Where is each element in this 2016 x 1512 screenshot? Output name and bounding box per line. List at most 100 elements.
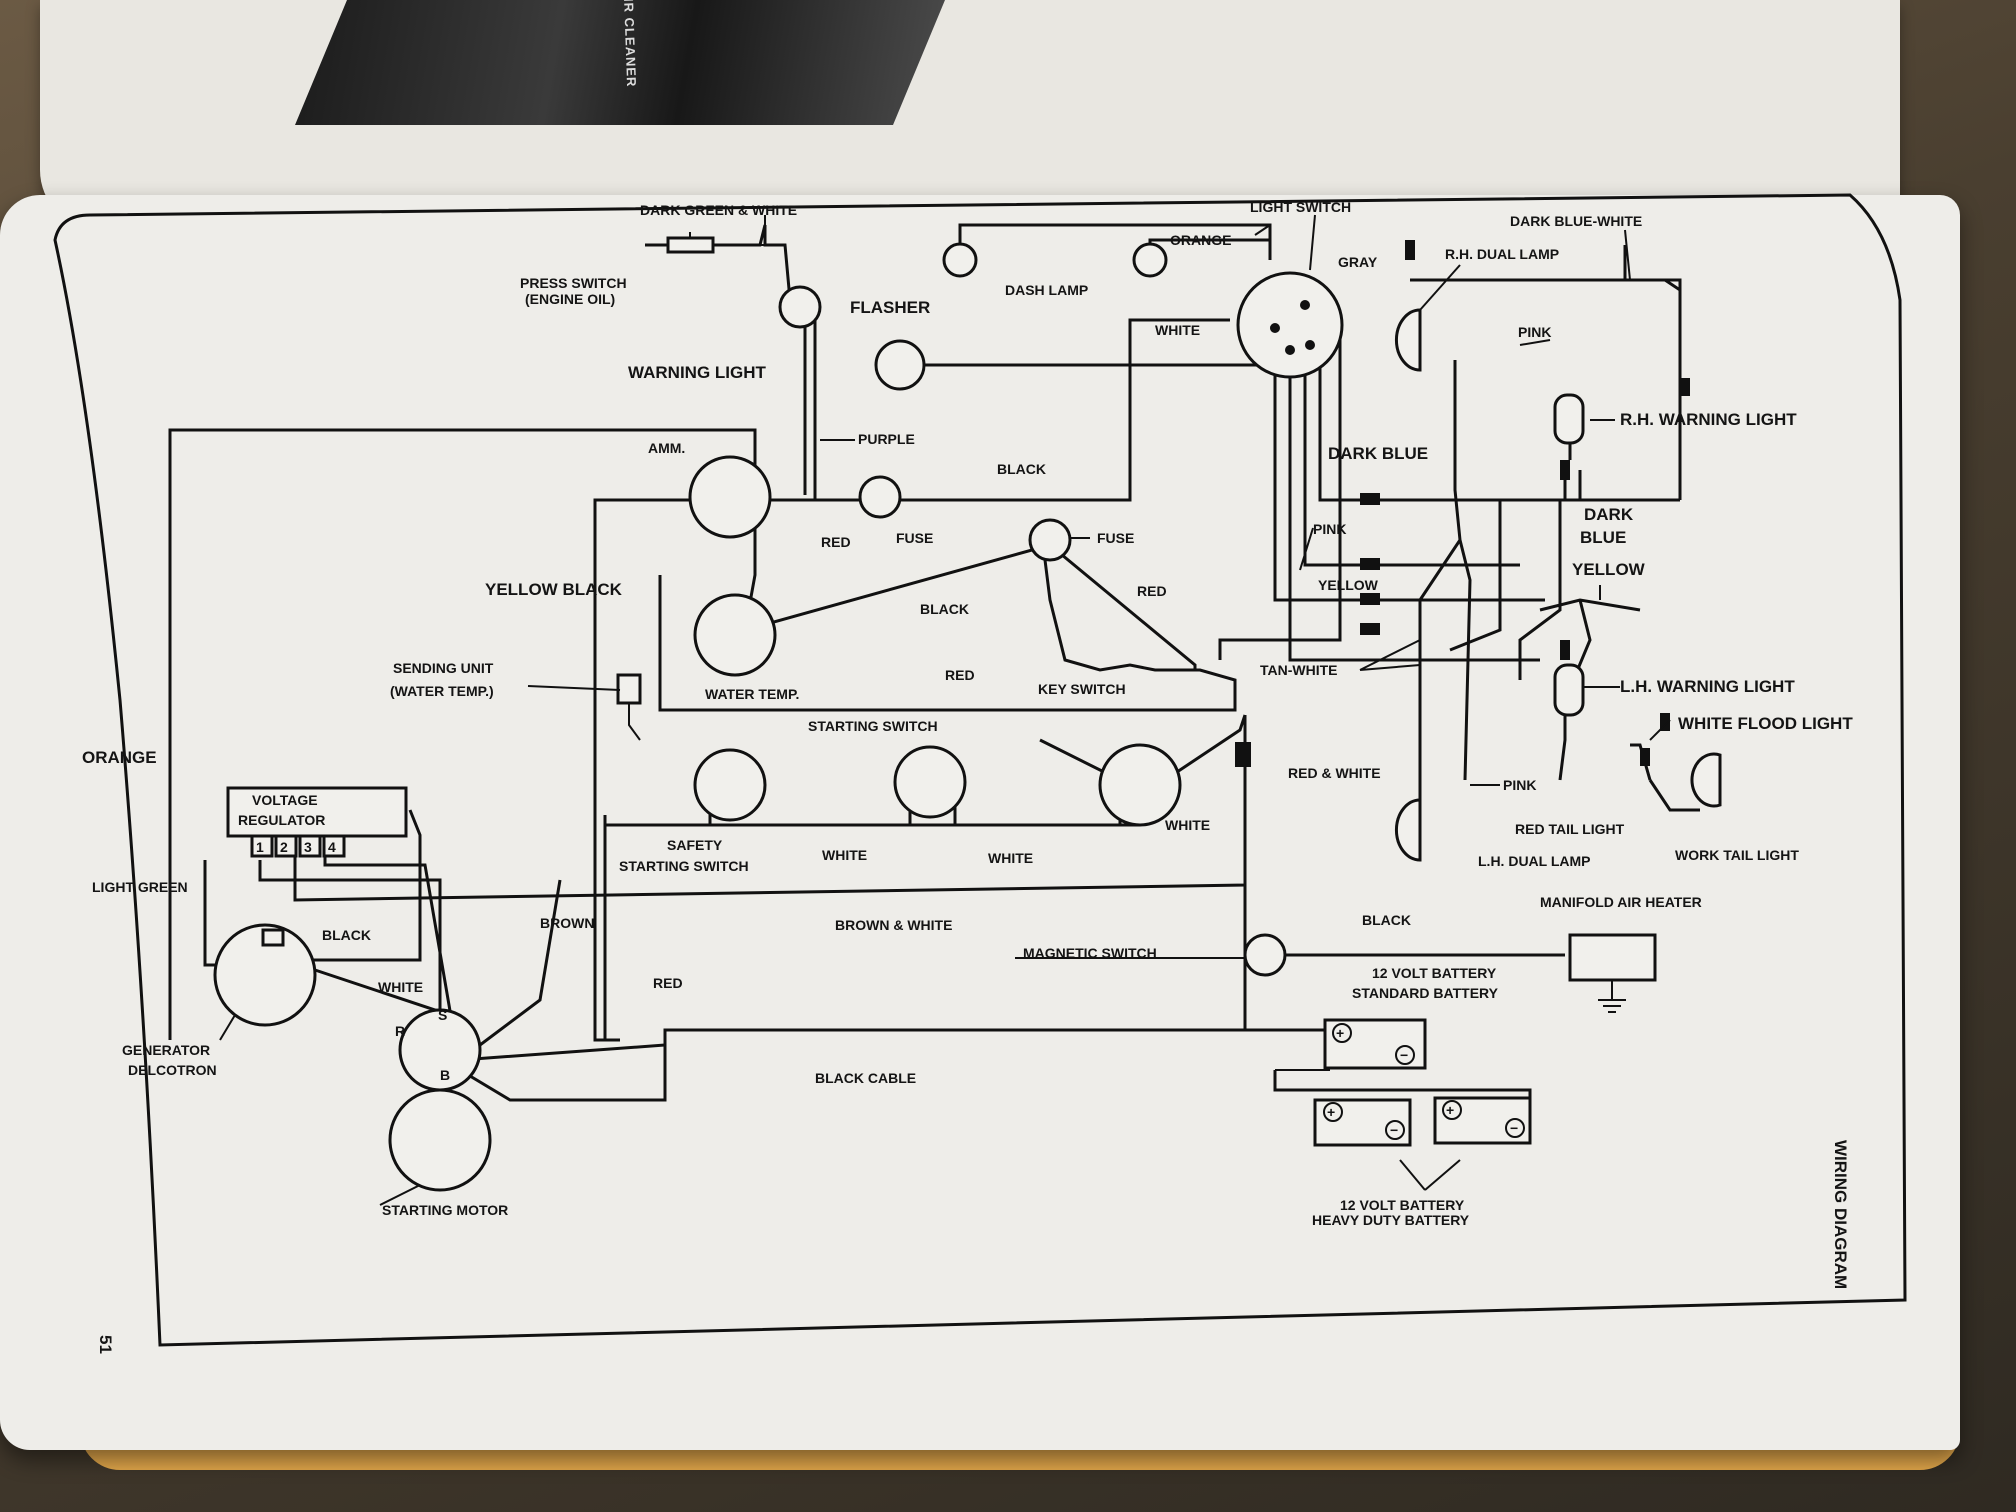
label-key-switch: KEY SWITCH xyxy=(1038,681,1126,697)
label-light-green: LIGHT GREEN xyxy=(92,879,188,895)
label-terminal-b: B xyxy=(440,1067,450,1083)
label-red-mid: RED xyxy=(1137,583,1167,599)
label-press-switch: PRESS SWITCH xyxy=(520,275,627,291)
label-safety: SAFETY xyxy=(667,837,723,853)
label-black-cable: BLACK CABLE xyxy=(815,1070,916,1086)
page-number: 51 xyxy=(96,1335,115,1354)
warning-light-bulb xyxy=(778,285,822,329)
label-12v-standard: 12 VOLT BATTERY xyxy=(1372,965,1497,981)
label-gray: GRAY xyxy=(1338,254,1378,270)
diagram-border xyxy=(53,193,1907,1347)
label-light-switch: LIGHT SWITCH xyxy=(1250,199,1351,215)
label-minus-hd2: − xyxy=(1510,1120,1518,1136)
rh-dual-lamp xyxy=(1394,308,1422,372)
label-plus-hd2: + xyxy=(1446,1102,1454,1118)
label-plus-std: + xyxy=(1336,1025,1344,1041)
key-switch xyxy=(1098,743,1182,827)
dash-lamp-right xyxy=(1132,242,1168,278)
label-yellow-right: YELLOW xyxy=(1572,560,1646,579)
label-white-gen: WHITE xyxy=(378,979,423,995)
label-dark-blue-white: DARK BLUE-WHITE xyxy=(1510,213,1642,229)
label-water-temp-paren: (WATER TEMP.) xyxy=(390,683,494,699)
work-tail-light xyxy=(1690,752,1722,808)
label-dash-lamp: DASH LAMP xyxy=(1005,282,1088,298)
label-starting-motor: STARTING MOTOR xyxy=(382,1202,508,1218)
label-white-flood-light: WHITE FLOOD LIGHT xyxy=(1678,714,1853,733)
label-pink-mid: PINK xyxy=(1313,521,1346,537)
label-warning-light: WARNING LIGHT xyxy=(628,363,766,382)
label-reg-terminal-4: 4 xyxy=(328,839,336,855)
label-fuse-1: FUSE xyxy=(896,530,933,546)
label-white-b: WHITE xyxy=(988,850,1033,866)
label-safety-starting-switch: STARTING SWITCH xyxy=(619,858,749,874)
connector-key xyxy=(1235,742,1251,767)
labels: DARK GREEN & WHITE PRESS SWITCH (ENGINE … xyxy=(82,199,1853,1228)
label-orange-top: ORANGE xyxy=(1170,232,1231,248)
generator-delcotron xyxy=(213,923,317,1027)
label-lh-warning-light: L.H. WARNING LIGHT xyxy=(1620,677,1795,696)
label-delcotron: DELCOTRON xyxy=(128,1062,217,1078)
light-switch xyxy=(1236,271,1344,379)
label-reg-terminal-2: 2 xyxy=(280,839,288,855)
label-white-top: WHITE xyxy=(1155,322,1200,338)
label-pink-top: PINK xyxy=(1518,324,1551,340)
starting-switch xyxy=(893,745,967,819)
label-terminal-s: S xyxy=(438,1007,447,1023)
lh-dual-lamp xyxy=(1394,798,1422,862)
label-minus-std: − xyxy=(1400,1047,1408,1063)
label-sending-unit: SENDING UNIT xyxy=(393,660,494,676)
label-black-mid: BLACK xyxy=(997,461,1046,477)
label-starting-switch: STARTING SWITCH xyxy=(808,718,938,734)
label-work-tail-light: WORK TAIL LIGHT xyxy=(1675,847,1799,863)
side-title: WIRING DIAGRAM xyxy=(1831,1140,1850,1289)
label-terminal-r: R xyxy=(395,1023,405,1039)
label-red-low: RED xyxy=(653,975,683,991)
label-engine-oil: (ENGINE OIL) xyxy=(525,291,615,307)
standard-battery xyxy=(1323,1018,1427,1070)
starting-motor xyxy=(388,1088,492,1192)
harness-connectors xyxy=(1360,240,1690,766)
label-standard-battery: STANDARD BATTERY xyxy=(1352,985,1499,1001)
label-manifold-air-heater: MANIFOLD AIR HEATER xyxy=(1540,894,1702,910)
previous-page: AIR CLEANER xyxy=(40,0,1900,230)
heavy-duty-battery-1 xyxy=(1313,1098,1412,1147)
label-blue: BLUE xyxy=(1580,528,1626,547)
label-black-temp: BLACK xyxy=(920,601,969,617)
label-rh-dual-lamp: R.H. DUAL LAMP xyxy=(1445,246,1559,262)
label-dark: DARK xyxy=(1584,505,1634,524)
label-reg-terminal-3: 3 xyxy=(304,839,312,855)
label-red-tail-light: RED TAIL LIGHT xyxy=(1515,821,1625,837)
rh-warning-light xyxy=(1553,393,1585,445)
label-amm: AMM. xyxy=(648,440,685,456)
label-voltage: VOLTAGE xyxy=(252,792,318,808)
label-heavy-duty-battery: HEAVY DUTY BATTERY xyxy=(1312,1212,1470,1228)
sending-unit xyxy=(616,673,642,741)
label-reg-terminal-1: 1 xyxy=(256,839,264,855)
label-red-fuse: RED xyxy=(821,534,851,550)
label-brown-white: BROWN & WHITE xyxy=(835,917,952,933)
tractor-photo xyxy=(295,0,945,125)
label-red-white: RED & WHITE xyxy=(1288,765,1381,781)
safety-starting-switch xyxy=(693,748,767,822)
water-temp-gauge xyxy=(693,593,777,677)
label-white-a: WHITE xyxy=(822,847,867,863)
label-plus-hd1: + xyxy=(1327,1104,1335,1120)
label-black-reg: BLACK xyxy=(322,927,371,943)
label-black-heater: BLACK xyxy=(1362,912,1411,928)
label-lh-dual-lamp: L.H. DUAL LAMP xyxy=(1478,853,1591,869)
manifold-air-heater xyxy=(1568,933,1657,1013)
fuse-1 xyxy=(858,475,902,519)
press-switch xyxy=(648,232,735,254)
label-rh-warning-light: R.H. WARNING LIGHT xyxy=(1620,410,1797,429)
lh-warning-light xyxy=(1553,663,1585,717)
label-water-temp: WATER TEMP. xyxy=(705,686,799,702)
label-dark-green-white: DARK GREEN & WHITE xyxy=(640,202,797,218)
dash-lamp-left xyxy=(942,242,978,278)
label-yellow-black: YELLOW BLACK xyxy=(485,580,623,599)
label-yellow-mid: YELLOW xyxy=(1318,577,1379,593)
label-red-key: RED xyxy=(945,667,975,683)
ammeter xyxy=(688,455,772,539)
label-flasher: FLASHER xyxy=(850,298,930,317)
leader-lines xyxy=(219,214,1671,1206)
